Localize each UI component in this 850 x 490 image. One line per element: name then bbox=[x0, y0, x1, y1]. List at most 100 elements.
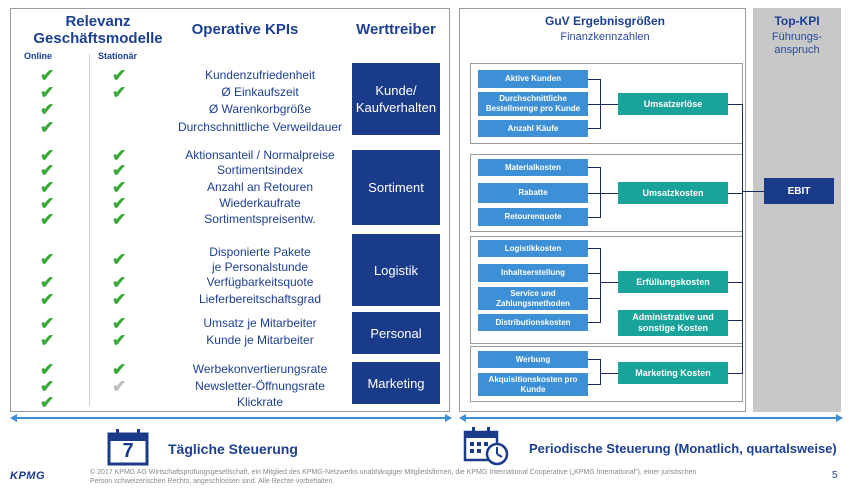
check-online-icon: ✔ bbox=[40, 377, 55, 396]
check-online-icon: ✔ bbox=[40, 194, 55, 213]
connector-line bbox=[588, 298, 600, 299]
kpi-label: Anzahl an Retouren bbox=[206, 180, 314, 194]
relevanz-title: Relevanz Geschäftsmodelle bbox=[18, 13, 178, 48]
topkpi-title: Top-KPI bbox=[774, 14, 820, 28]
box-akquisitionskosten: Akquisitionskosten pro Kunde bbox=[478, 373, 588, 396]
check-online-icon: ✔ bbox=[40, 83, 55, 102]
box-label: Retourenquote bbox=[504, 212, 562, 221]
check-stationaer-icon: ✔ bbox=[112, 161, 127, 180]
box-rabatte: Rabatte bbox=[478, 183, 588, 203]
connector-line bbox=[600, 373, 618, 374]
box-retourenquote: Retourenquote bbox=[478, 208, 588, 226]
connector-line bbox=[588, 104, 618, 105]
connector-line bbox=[742, 191, 764, 192]
box-aktive-kunden: Aktive Kunden bbox=[478, 70, 588, 88]
connector-line bbox=[728, 104, 742, 105]
relevanz-title-line2: Geschäftsmodelle bbox=[33, 29, 163, 47]
kpi-label: Disponierte Pakete je Personalstunde bbox=[209, 245, 311, 274]
kpi-label: Aktionsanteil / Normalpreise bbox=[185, 148, 335, 162]
box-label: Aktive Kunden bbox=[504, 74, 561, 83]
werttreiber-marketing-label: Marketing bbox=[367, 375, 425, 391]
werttreiber-personal-label: Personal bbox=[370, 325, 422, 341]
box-label: Logistikkosten bbox=[504, 243, 562, 253]
check-online-icon: ✔ bbox=[40, 146, 55, 165]
box-logistikkosten: Logistikkosten bbox=[478, 240, 588, 257]
kpi-label: Newsletter-Öffnungsrate bbox=[195, 379, 325, 393]
kpmg-logo: KPMG bbox=[10, 470, 45, 482]
result-umsatzerloese: Umsatzerlöse bbox=[618, 93, 728, 115]
check-stationaer-icon: ✔ bbox=[112, 83, 127, 102]
werttreiber-kunde: Kunde/ Kaufverhalten bbox=[352, 63, 440, 135]
kpi-label: Werbekonvertierungsrate bbox=[192, 362, 328, 376]
check-stationaer-icon: ✔ bbox=[112, 331, 127, 350]
check-stationaer-icon: ✔ bbox=[112, 66, 127, 85]
check-stationaer-icon: ✔ bbox=[112, 194, 127, 213]
werttreiber-kunde-label: Kunde/ Kaufverhalten bbox=[355, 83, 437, 115]
kpi-label: Wiederkaufrate bbox=[219, 196, 301, 210]
ebit-box: EBIT bbox=[764, 178, 834, 204]
box-label: Werbung bbox=[515, 354, 551, 364]
box-materialkosten: Materialkosten bbox=[478, 159, 588, 176]
result-label: Umsatzerlöse bbox=[643, 98, 703, 109]
check-stationaer-icon: ✔ bbox=[112, 377, 127, 396]
connector-line bbox=[588, 193, 618, 194]
kpi-label: Umsatz je Mitarbeiter bbox=[203, 316, 317, 330]
connector-line bbox=[588, 128, 600, 129]
kpi-label: Klickrate bbox=[236, 395, 283, 409]
connector-line bbox=[728, 282, 742, 283]
check-stationaer-icon: ✔ bbox=[112, 290, 127, 309]
kpi-label: Kunde je Mitarbeiter bbox=[206, 333, 314, 347]
werttreiber-title: Werttreiber bbox=[356, 21, 436, 38]
periodic-label: Periodische Steuerung (Monatlich, quarta… bbox=[529, 441, 837, 456]
connector-line bbox=[600, 248, 601, 323]
result-erfuellungskosten: Erfüllungskosten bbox=[618, 271, 728, 293]
box-label: Materialkosten bbox=[504, 162, 562, 172]
kpi-label: Kundenzufriedenheit bbox=[204, 68, 316, 82]
connector-line bbox=[728, 320, 742, 321]
footer-copyright: © 2017 KPMG AG Wirtschaftsprüfungsgesell… bbox=[90, 469, 697, 485]
box-werbung: Werbung bbox=[478, 351, 588, 368]
connector-line bbox=[728, 373, 742, 374]
result-umsatzkosten: Umsatzkosten bbox=[618, 182, 728, 204]
connector-line bbox=[588, 248, 600, 249]
calendar-day-icon: 7 bbox=[107, 428, 149, 466]
result-label: Erfüllungskosten bbox=[636, 276, 710, 287]
box-label: Anzahl Käufe bbox=[507, 123, 559, 133]
check-online-icon: ✔ bbox=[40, 161, 55, 180]
check-online-icon: ✔ bbox=[40, 250, 55, 269]
box-label: Inhaltserstellung bbox=[500, 268, 565, 277]
connector-line bbox=[588, 322, 600, 323]
box-label: Rabatte bbox=[518, 188, 548, 197]
werttreiber-logistik-label: Logistik bbox=[373, 262, 419, 278]
box-label: Durchschnittliche Bestellmenge pro Kunde bbox=[485, 94, 581, 113]
result-marketing-kosten: Marketing Kosten bbox=[618, 362, 728, 384]
guv-subtitle: Finanzkennzahlen bbox=[560, 31, 650, 43]
operative-kpis-title: Operative KPIs bbox=[191, 21, 299, 38]
box-label: Akquisitionskosten pro Kunde bbox=[488, 374, 578, 394]
check-stationaer-icon: ✔ bbox=[112, 314, 127, 333]
connector-line bbox=[600, 167, 601, 218]
box-distributionskosten: Distributionskosten bbox=[478, 314, 588, 331]
check-online-icon: ✔ bbox=[40, 393, 55, 412]
periodic-range-arrow bbox=[459, 414, 843, 422]
check-stationaer-icon: ✔ bbox=[112, 360, 127, 379]
kpi-label: Sortimentspreisentw. bbox=[204, 212, 316, 226]
check-online-icon: ✔ bbox=[40, 273, 55, 292]
box-inhaltserstellung: Inhaltserstellung bbox=[478, 264, 588, 282]
connector-line bbox=[588, 359, 600, 360]
check-stationaer-icon: ✔ bbox=[112, 146, 127, 165]
kpi-label: Ø Einkaufszeit bbox=[221, 85, 299, 99]
connector-line bbox=[588, 167, 600, 168]
daily-range-arrow bbox=[10, 414, 452, 422]
guv-title: GuV Ergebnisgrößen bbox=[544, 14, 665, 28]
calendar-day-number: 7 bbox=[122, 440, 134, 462]
check-online-icon: ✔ bbox=[40, 314, 55, 333]
result-label: Marketing Kosten bbox=[635, 367, 711, 378]
kpi-label: Ø Warenkorbgröße bbox=[208, 102, 312, 116]
result-label: Umsatzkosten bbox=[642, 187, 704, 198]
check-stationaer-icon: ✔ bbox=[112, 273, 127, 292]
connector-line bbox=[600, 282, 618, 283]
werttreiber-personal: Personal bbox=[352, 312, 440, 354]
box-label: Service und Zahlungsmethoden bbox=[496, 288, 570, 308]
check-online-icon: ✔ bbox=[40, 331, 55, 350]
